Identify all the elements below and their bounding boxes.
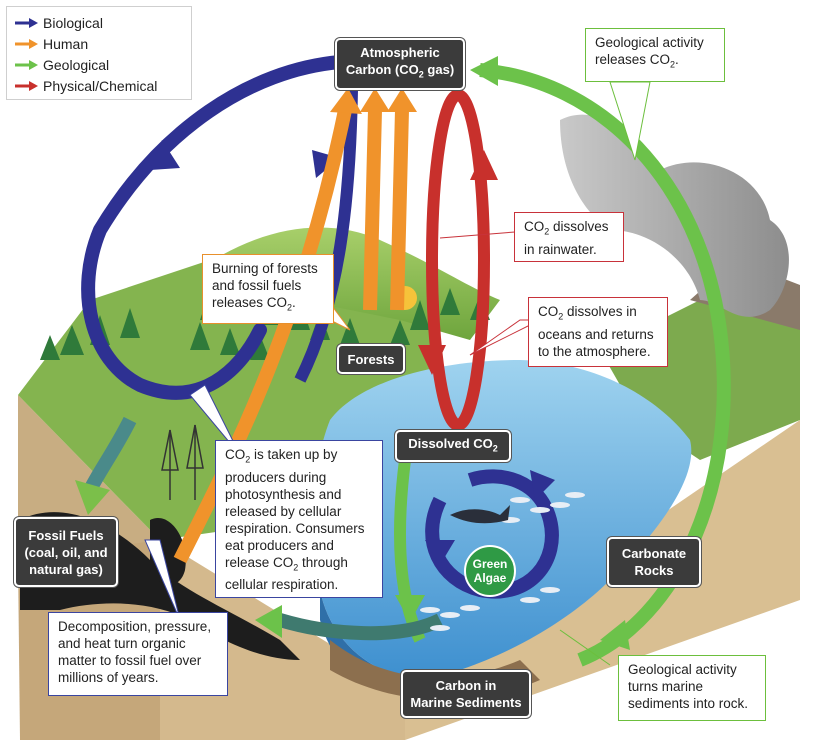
node-label-line: Atmospheric: [360, 45, 440, 61]
node-label-line: natural gas): [29, 561, 103, 577]
callout-line: releases CO2.: [212, 295, 296, 313]
callout-line: Geological activity: [595, 35, 704, 50]
callout-line: millions of years.: [58, 670, 159, 685]
human-arrowhead-3: [330, 88, 362, 114]
callout-line: oceans and returns: [538, 326, 654, 342]
legend-label: Geological: [43, 56, 110, 73]
callout-line: respiration. Consumers: [225, 520, 365, 536]
red-arrowhead-down: [418, 345, 446, 375]
callout-line: and heat turn organic: [58, 636, 186, 651]
node-dissolved-co2: Dissolved CO2: [395, 430, 511, 462]
node-label-line: (coal, oil, and: [24, 544, 108, 560]
callout-line: Burning of forests: [212, 261, 318, 276]
arrow-right-icon: [15, 38, 38, 49]
node-label-line: Rocks: [634, 563, 674, 578]
human-arrow-1: [363, 109, 382, 311]
marine-arrowhead-2: [425, 540, 455, 565]
node-forests: Forests: [337, 344, 405, 374]
callout-line: cellular respiration.: [225, 577, 339, 593]
callout-line: eat producers and: [225, 537, 334, 553]
node-label-line: Carbon in: [435, 678, 497, 693]
callout-line: matter to fossil fuel over: [58, 653, 202, 668]
physical-chemical-loop: [426, 89, 490, 431]
legend-item-physical-chemical: Physical/Chemical: [13, 75, 185, 96]
callout-line: photosynthesis and: [225, 486, 342, 502]
geological-arrow-loop: [479, 63, 731, 667]
geological-arrowhead-top: [470, 56, 498, 86]
node-label-line: Carbon (CO2 gas): [345, 62, 455, 80]
callout-line: CO2 dissolves: [524, 219, 609, 237]
node-label: Forests: [347, 351, 395, 367]
legend-label: Human: [43, 35, 89, 52]
arrow-right-icon: [15, 59, 38, 70]
red-arrowhead-up: [470, 150, 498, 180]
callout-geological-releases: Geological activity releases CO2.: [585, 28, 725, 82]
fish-school: [420, 492, 585, 631]
node-carbon-marine-sediments: Carbon in Marine Sediments: [401, 670, 531, 718]
callout-line: turns marine: [628, 679, 704, 694]
legend-item-human: Human: [13, 33, 185, 54]
callout-line: CO2 is taken up by: [225, 447, 338, 465]
node-label-line: Fossil Fuels: [28, 527, 104, 543]
marine-arrowhead-1: [530, 470, 555, 500]
callout-line: release CO2 through: [225, 554, 348, 573]
callout-line: released by cellular: [225, 503, 342, 519]
node-label-line: Marine Sediments: [410, 695, 522, 710]
sediment-to-fossil-arrow: [277, 613, 444, 641]
legend-label: Biological: [43, 14, 103, 31]
human-arrow-2: [390, 109, 409, 311]
callout-sediments-rock: Geological activity turns marine sedimen…: [618, 655, 766, 721]
node-carbonate-rocks: Carbonate Rocks: [607, 537, 701, 587]
legend: Biological Human Geological Physical/Che…: [6, 6, 192, 100]
human-arrowhead-2: [387, 88, 417, 112]
callout-rainwater: CO2 dissolves in rainwater.: [514, 212, 624, 262]
biological-arrow-down: [294, 89, 358, 383]
volcano-smoke: [560, 114, 789, 317]
node-fossil-fuels: Fossil Fuels (coal, oil, and natural gas…: [14, 517, 118, 587]
callout-oceans: CO2 dissolves in oceans and returns to t…: [528, 297, 668, 367]
legend-label: Physical/Chemical: [43, 77, 158, 94]
fossil-arrowhead: [75, 480, 110, 515]
callout-line: releases CO2.: [595, 52, 679, 70]
callout-line: Decomposition, pressure,: [58, 619, 212, 634]
geological-arrowhead-down: [395, 595, 425, 622]
callout-burning: Burning of forests and fossil fuels rele…: [202, 254, 334, 324]
callout-producers: CO2 is taken up by producers during phot…: [215, 440, 383, 598]
callout-line: to the atmosphere.: [538, 343, 651, 359]
human-arrow-fossil: [173, 108, 352, 564]
node-label-line: Carbonate: [621, 546, 687, 561]
node-label: Dissolved CO2: [408, 435, 498, 454]
node-atmospheric-carbon: Atmospheric Carbon (CO2 gas): [335, 38, 465, 90]
callout-decomposition: Decomposition, pressure, and heat turn o…: [48, 612, 228, 696]
callout-line: in rainwater.: [524, 241, 597, 257]
arrow-right-icon: [15, 17, 38, 28]
sediment-arrowhead: [255, 605, 282, 638]
callout-line: CO2 dissolves in: [538, 304, 637, 322]
callout-line: Geological activity: [628, 662, 737, 677]
human-arrowhead-1: [360, 88, 390, 112]
callout-line: sediments into rock.: [628, 696, 749, 711]
legend-item-geological: Geological: [13, 54, 185, 75]
callout-line: producers during: [225, 469, 327, 485]
oil-derricks: [161, 424, 204, 500]
callout-line: and fossil fuels: [212, 278, 302, 293]
biological-to-fossil-arrow: [83, 416, 137, 494]
geological-arrowhead-rocks: [600, 620, 630, 650]
biological-arrowhead-1: [150, 140, 180, 170]
arrow-right-icon: [15, 80, 38, 91]
shark: [450, 505, 510, 524]
legend-item-biological: Biological: [13, 12, 185, 33]
